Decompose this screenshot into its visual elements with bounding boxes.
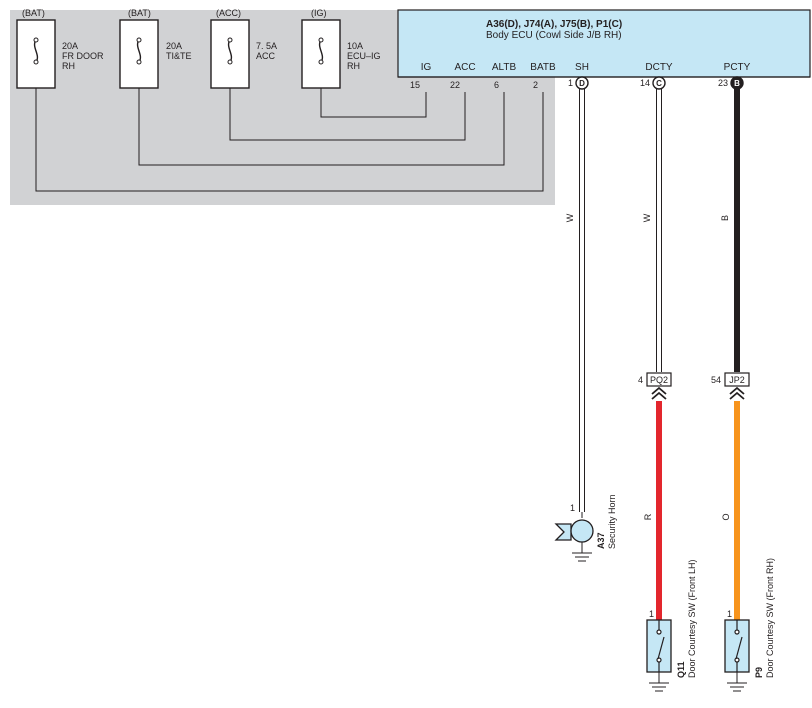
junction-jp2: 54 JP2	[711, 372, 750, 400]
horn-icon	[554, 519, 594, 543]
wire-color-code: R	[643, 513, 653, 520]
pin-number: 1	[649, 609, 654, 619]
terminal-label-altb: ALTB	[492, 62, 517, 73]
component-name: Door Courtesy SW (Front RH)	[765, 558, 775, 678]
pin-number: 22	[450, 80, 460, 90]
fuse-name: TI&TE	[166, 51, 192, 61]
fuse-wiring	[35, 88, 544, 192]
fuse-rating: 10A	[347, 41, 363, 51]
component-code: Q11	[676, 661, 686, 678]
fuse-name-2: RH	[347, 61, 360, 71]
fuse-supply-label: (BAT)	[22, 8, 45, 18]
fuse-acc: (ACC) 7. 5A ACC	[210, 8, 277, 89]
wire-dcty-white: W	[642, 89, 662, 372]
chevron-up-icon	[729, 386, 745, 400]
fuse-rating: 20A	[62, 41, 78, 51]
door-courtesy-switch-front-rh: 1 P9 Door Courtesy SW (Front RH)	[724, 558, 775, 692]
connector-c: C	[652, 76, 666, 90]
wire-pcty-black: B	[720, 89, 740, 372]
switch-icon	[656, 620, 665, 672]
fuse-name: ECU–IG	[347, 51, 381, 61]
pin-number: 4	[638, 375, 643, 385]
fuse-supply-label: (IG)	[311, 8, 327, 18]
switch-icon	[734, 620, 743, 672]
fuse-supply-label: (ACC)	[216, 8, 241, 18]
svg-text:D: D	[579, 79, 585, 88]
door-courtesy-switch-front-lh: 1 Q11 Door Courtesy SW (Front LH)	[646, 559, 697, 692]
pin-number: 15	[410, 80, 420, 90]
terminal-label-ig: IG	[421, 62, 432, 73]
terminal-label-dcty: DCTY	[645, 62, 673, 73]
svg-text:C: C	[656, 79, 662, 88]
wire-orange: O	[721, 401, 740, 620]
fuse-ti-te: (BAT) 20A TI&TE	[119, 8, 192, 89]
fuse-fr-door-rh: (BAT) 20A FR DOOR RH	[16, 8, 104, 89]
ground-icon	[727, 682, 747, 692]
terminal-label-acc: ACC	[454, 62, 475, 73]
junction-label: PQ2	[650, 375, 668, 385]
pin-number: 54	[711, 375, 721, 385]
terminal-label-pcty: PCTY	[724, 62, 751, 73]
chevron-up-icon	[651, 386, 667, 400]
pin-number: 1	[568, 78, 573, 88]
connector-b: B	[730, 76, 744, 90]
ecu-name: Body ECU (Cowl Side J/B RH)	[486, 30, 622, 41]
pin-number: 1	[570, 503, 575, 513]
fuse-name: ACC	[256, 51, 276, 61]
pin-number: 1	[727, 609, 732, 619]
ground-icon	[572, 552, 592, 562]
fuse-supply-label: (BAT)	[128, 8, 151, 18]
fuse-name-2: RH	[62, 61, 75, 71]
pin-number: 2	[533, 80, 538, 90]
wire-red: R	[643, 401, 662, 620]
fuse-rating: 7. 5A	[256, 41, 277, 51]
pin-number: 14	[640, 78, 650, 88]
terminal-label-batb: BATB	[530, 62, 556, 73]
pin-number: 6	[494, 80, 499, 90]
svg-text:B: B	[734, 79, 740, 88]
component-name: Door Courtesy SW (Front LH)	[687, 559, 697, 678]
wire-color-code: O	[721, 513, 731, 520]
security-horn: 1 A37 Security Horn	[554, 494, 617, 562]
fuse-name: FR DOOR	[62, 51, 104, 61]
wire-sh-white: W	[563, 89, 585, 512]
junction-pq2: 4 PQ2	[638, 372, 672, 400]
component-code: P9	[754, 667, 764, 678]
body-ecu: A36(D), J74(A), J75(B), P1(C) Body ECU (…	[397, 9, 811, 90]
fuse-rating: 20A	[166, 41, 182, 51]
wire-color-code: B	[720, 215, 730, 221]
component-code: A37	[596, 532, 606, 549]
ecu-connector-title: A36(D), J74(A), J75(B), P1(C)	[486, 19, 622, 30]
terminal-label-sh: SH	[575, 62, 589, 73]
connector-d: D	[575, 76, 589, 90]
component-name: Security Horn	[607, 494, 617, 549]
pin-number: 23	[718, 78, 728, 88]
wire-color-code: W	[565, 213, 575, 222]
wire-color-code: W	[642, 213, 652, 222]
ground-icon	[649, 682, 669, 692]
junction-label: JP2	[729, 375, 745, 385]
